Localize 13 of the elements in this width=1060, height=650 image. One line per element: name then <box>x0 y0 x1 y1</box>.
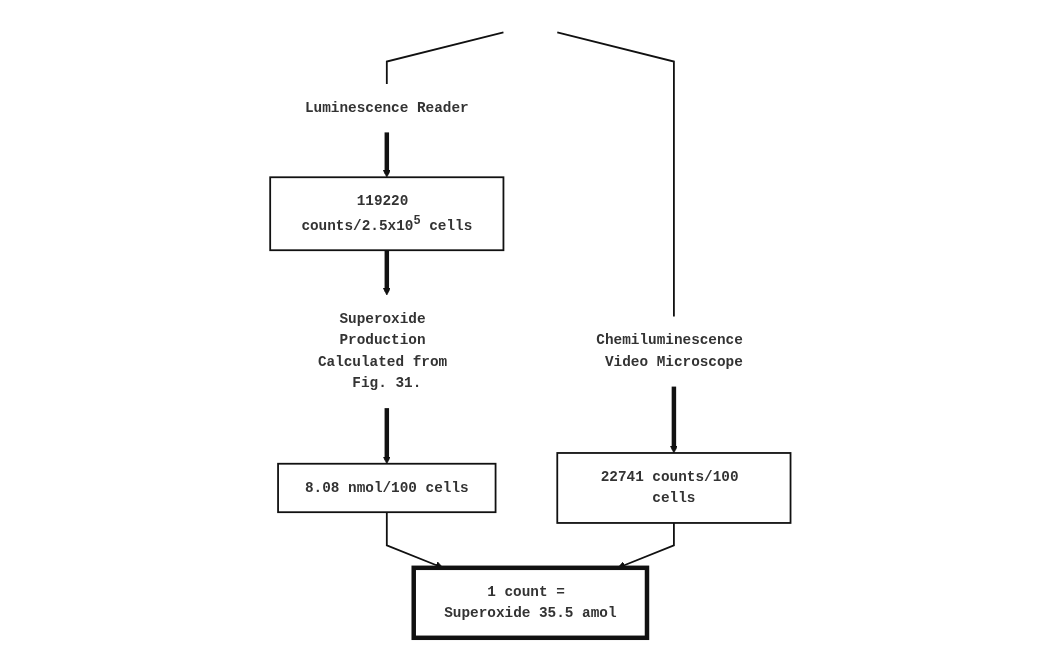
node-text: Superoxide Production Calculated from Fig. 31. <box>317 311 447 392</box>
arrow <box>382 132 391 178</box>
node-text: Luminescence Reader <box>304 100 469 117</box>
connector <box>385 31 504 85</box>
arrow <box>669 386 678 454</box>
node-box: 119220 counts/2.5x10$^{5}$ cells <box>268 176 504 252</box>
arrow <box>382 408 391 465</box>
node-text: Chemiluminescence Video Microscope <box>596 332 743 371</box>
node-box: 22741 counts/100 cells <box>556 452 792 524</box>
arrow <box>382 250 391 296</box>
node-box: 8.08 nmol/100 cells <box>276 462 497 514</box>
node-box: 1 count = Superoxide 35.5 amol <box>411 565 649 641</box>
connector <box>556 31 675 318</box>
